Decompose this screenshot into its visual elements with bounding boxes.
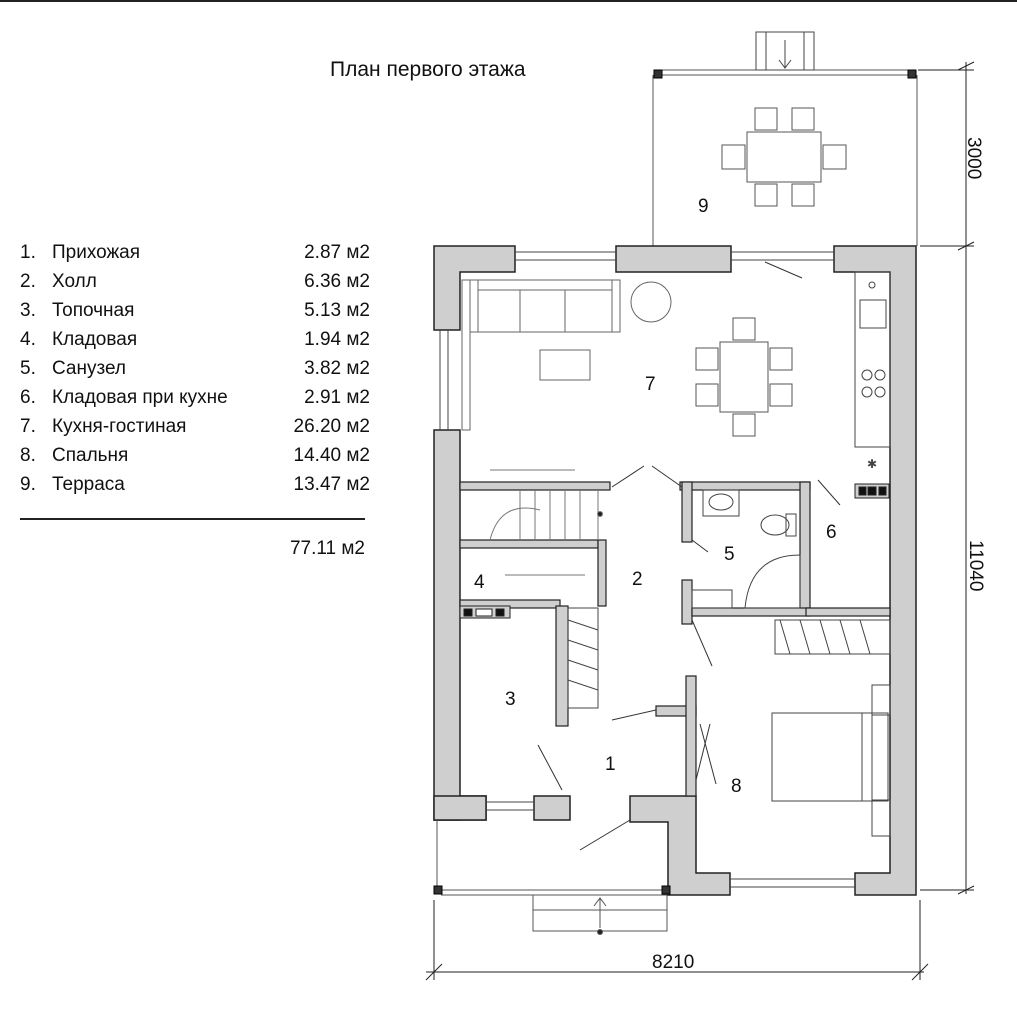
legend-num: 6. (20, 387, 36, 408)
legend-num: 4. (20, 329, 36, 350)
room-label-3: 3 (505, 689, 516, 710)
legend-name: Топочная (52, 300, 135, 321)
entrance-porch (433, 820, 671, 935)
room-legend: 1. Прихожая 2.87 м2 2. Холл 6.36 м2 3. Т… (20, 242, 370, 559)
legend-name: Кладовая (52, 329, 138, 350)
windows (439, 251, 855, 888)
dimension-width: 8210 (652, 952, 694, 973)
room-label-5: 5 (724, 544, 735, 565)
legend-row: 9. Терраса 13.47 м2 (20, 474, 370, 503)
legend-row: 1. Прихожая 2.87 м2 (20, 242, 370, 271)
terrace-steps (755, 31, 815, 71)
terrace (652, 69, 918, 246)
room-label-6: 6 (826, 522, 837, 543)
legend-num: 7. (20, 416, 36, 437)
legend-area: 2.87 м2 (304, 242, 370, 263)
legend-num: 5. (20, 358, 36, 379)
room-label-1: 1 (605, 754, 616, 775)
dimension-height: 11040 (965, 540, 986, 591)
bed (771, 684, 891, 837)
legend-name: Холл (52, 271, 97, 292)
legend-area: 2.91 м2 (304, 387, 370, 408)
kitchen-counter: ✱ (854, 271, 891, 471)
legend-name: Терраса (52, 474, 125, 495)
legend-name: Санузел (52, 358, 127, 379)
legend-total: 77.11 м2 (289, 538, 365, 559)
dimension-terrace: 3000 (963, 137, 984, 179)
legend-area: 13.47 м2 (293, 474, 370, 495)
legend-name: Кухня-гостиная (52, 416, 187, 437)
legend-num: 9. (20, 474, 36, 495)
legend-row: 2. Холл 6.36 м2 (20, 271, 370, 300)
fixtures (459, 483, 890, 619)
legend-name: Спальня (52, 445, 129, 466)
top-border-line (0, 0, 1017, 2)
legend-name: Прихожая (52, 242, 141, 263)
legend-area: 6.36 м2 (304, 271, 370, 292)
legend-num: 3. (20, 300, 36, 321)
legend-area: 26.20 м2 (293, 416, 370, 437)
legend-area: 14.40 м2 (293, 445, 370, 466)
legend-row: 6. Кладовая при кухне 2.91 м2 (20, 387, 370, 416)
bathroom-fixtures (691, 489, 801, 609)
room-label-4: 4 (474, 572, 485, 593)
exterior-walls (433, 245, 917, 896)
living-furniture (461, 279, 672, 431)
plan-title: План первого этажа (330, 58, 526, 81)
dimension-lines (425, 61, 975, 981)
room-label-8: 8 (731, 776, 742, 797)
legend-row: 3. Топочная 5.13 м2 (20, 300, 370, 329)
room-label-7: 7 (645, 374, 656, 395)
wardrobe (567, 607, 891, 709)
legend-num: 1. (20, 242, 36, 263)
legend-area: 5.13 м2 (304, 300, 370, 321)
terrace-table (721, 107, 847, 207)
interior-walls (459, 481, 891, 797)
door-swings (537, 261, 841, 851)
legend-area: 3.82 м2 (304, 358, 370, 379)
legend-row: 5. Санузел 3.82 м2 (20, 358, 370, 387)
stairs (489, 469, 603, 576)
legend-row: 8. Спальня 14.40 м2 (20, 445, 370, 474)
room-label-2: 2 (632, 569, 643, 590)
legend-area: 1.94 м2 (304, 329, 370, 350)
room-label-9: 9 (698, 196, 709, 217)
dining-table (695, 317, 793, 437)
legend-name: Кладовая при кухне (52, 387, 228, 408)
legend-row: 7. Кухня-гостиная 26.20 м2 (20, 416, 370, 445)
svg-text:✱: ✱ (867, 457, 877, 471)
legend-row: 4. Кладовая 1.94 м2 (20, 329, 370, 358)
legend-num: 2. (20, 271, 36, 292)
legend-num: 8. (20, 445, 36, 466)
legend-separator (20, 518, 365, 520)
